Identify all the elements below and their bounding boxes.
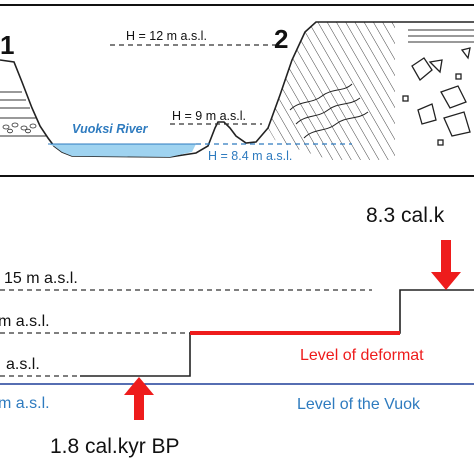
- level-label-mid2: a.s.l.: [6, 356, 40, 373]
- site-label-2: 2: [274, 24, 288, 54]
- left-sediment-layers: [0, 91, 46, 137]
- level-label-mid1: m a.s.l.: [0, 313, 50, 330]
- level-diagram-panel: 8.3 cal.k 1.8 cal.kyr BP 15 m a.s.l. m a…: [0, 204, 474, 458]
- cross-section-panel: 1 2 H = 12 m a.s.l. H = 9 m a.s.l. Vuoks…: [0, 4, 474, 177]
- panel-border: [0, 4, 474, 177]
- level-label-15: 15 m a.s.l.: [4, 270, 78, 287]
- arrow-down-icon: [431, 240, 461, 290]
- legend-deformation: Level of deformat: [300, 347, 424, 364]
- legend-vuoksi: Level of the Vuok: [297, 396, 421, 413]
- river-water: [48, 144, 196, 157]
- valley-profile: [0, 21, 474, 158]
- level-label-h84: H = 8.4 m a.s.l.: [208, 149, 292, 163]
- right-stripes: [408, 29, 474, 43]
- right-boulders: [402, 47, 471, 146]
- level-label-h12: H = 12 m a.s.l.: [126, 29, 207, 43]
- annotation-8-3-kyr: 8.3 cal.k: [366, 204, 445, 227]
- annotation-1-8-kyr: 1.8 cal.kyr BP: [50, 435, 180, 458]
- right-bank-wavy-layers: [289, 83, 369, 139]
- river-name-label: Vuoksi River: [72, 122, 149, 136]
- level-label-river: m a.s.l.: [0, 395, 50, 412]
- level-label-h9: H = 9 m a.s.l.: [172, 109, 246, 123]
- arrow-up-icon: [124, 377, 154, 420]
- site-label-1: 1: [0, 30, 14, 60]
